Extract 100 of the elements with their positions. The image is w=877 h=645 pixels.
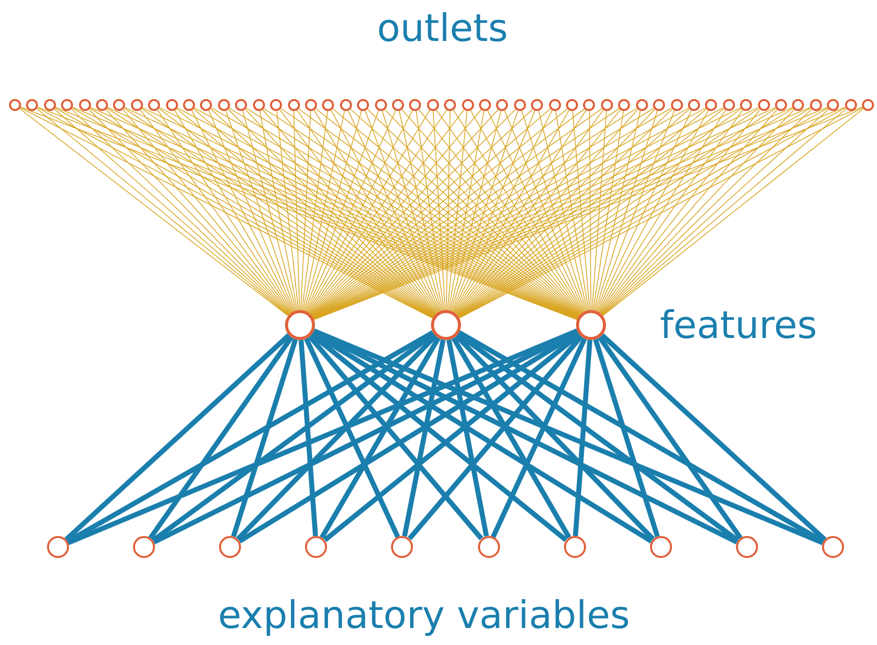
connection-line <box>454 334 655 541</box>
node-circle <box>305 536 328 558</box>
connection-line <box>555 110 589 311</box>
connection-line <box>448 110 484 311</box>
connection-line <box>398 110 444 311</box>
node-circle <box>822 536 844 558</box>
connection-line <box>596 110 675 312</box>
connection-line <box>382 110 442 312</box>
node-circle <box>96 99 108 111</box>
node-circle <box>252 99 265 111</box>
connection-line <box>308 334 484 540</box>
connection-line <box>408 334 584 540</box>
connection-line <box>595 110 658 312</box>
connection-line <box>589 110 592 310</box>
connection-line <box>208 110 295 312</box>
connection-line <box>572 110 590 310</box>
connection-line <box>598 336 743 540</box>
connection-line <box>148 336 294 540</box>
node-circle <box>810 99 822 111</box>
node-circle <box>479 99 492 111</box>
connection-line <box>298 340 318 536</box>
node-circle <box>792 99 804 111</box>
node-circle <box>288 99 300 111</box>
connection-line <box>451 336 572 539</box>
connection-line <box>593 338 660 538</box>
connection-line <box>402 339 446 537</box>
connection-line <box>302 110 345 311</box>
connection-line <box>320 336 441 539</box>
connection-line <box>364 110 442 312</box>
node-circle <box>705 99 718 111</box>
connection-line <box>592 110 624 311</box>
layer-label: outlets <box>377 8 508 50</box>
connection-line <box>447 110 468 310</box>
connection-line <box>242 110 297 311</box>
connection-line <box>304 110 379 312</box>
node-circle <box>391 536 414 558</box>
node-circle <box>740 99 752 111</box>
connection-line <box>276 110 299 310</box>
connection-line <box>416 110 444 311</box>
node-circle <box>357 99 370 111</box>
node-circle <box>340 99 352 111</box>
connection-line <box>446 339 489 537</box>
node-circle <box>758 99 770 111</box>
node-circle <box>183 99 196 111</box>
node-circle <box>844 99 857 111</box>
connection-line <box>446 110 450 310</box>
node-circle <box>650 536 672 558</box>
node-circle <box>722 99 735 111</box>
node-circle <box>827 99 840 111</box>
connection-line <box>451 110 536 312</box>
node-circle <box>548 99 561 111</box>
node-circle <box>566 99 578 111</box>
node-circle <box>218 99 230 111</box>
connection-line <box>572 340 592 536</box>
layer-label: features <box>660 305 817 347</box>
node-circle <box>636 99 648 111</box>
node-circle <box>78 99 91 111</box>
connection-line <box>231 338 298 538</box>
connection-line <box>238 330 580 544</box>
node-circle <box>133 536 156 558</box>
node-circle <box>531 99 544 111</box>
node-circle <box>47 536 69 558</box>
connection-line <box>304 338 400 538</box>
connection-line <box>600 333 826 542</box>
connection-line <box>348 110 440 312</box>
node-circle <box>270 99 282 111</box>
connection-line <box>306 110 396 312</box>
node-circle <box>392 99 404 111</box>
node-circle <box>26 99 38 111</box>
connection-line <box>225 110 296 312</box>
layer-label: explanatory variables <box>218 595 630 637</box>
node-circle <box>670 99 682 111</box>
connection-line <box>302 110 328 311</box>
connection-line <box>152 329 579 544</box>
node-circle <box>44 99 56 111</box>
connection-line <box>64 333 291 542</box>
connection-line <box>504 110 586 312</box>
node-circle <box>583 99 596 111</box>
node-circle <box>462 99 474 111</box>
node-circle <box>564 536 586 558</box>
node-circle <box>444 99 456 111</box>
node-circle <box>688 99 700 111</box>
connection-line <box>592 110 607 310</box>
node-circle <box>113 99 126 111</box>
node-circle <box>374 99 387 111</box>
node-circle <box>409 99 422 111</box>
node-circle <box>148 99 160 111</box>
node-circle <box>862 99 874 111</box>
node-circle <box>514 99 526 111</box>
node-circle <box>478 536 500 558</box>
node-circle <box>653 99 666 111</box>
connection-line <box>259 110 298 311</box>
connection-line <box>304 110 362 311</box>
connection-line <box>594 110 641 311</box>
connection-line <box>300 110 312 310</box>
node-circle <box>496 99 508 111</box>
connection-line <box>191 110 294 312</box>
connection-line <box>490 338 587 538</box>
node-circle <box>130 99 143 111</box>
connection-line <box>312 328 824 546</box>
